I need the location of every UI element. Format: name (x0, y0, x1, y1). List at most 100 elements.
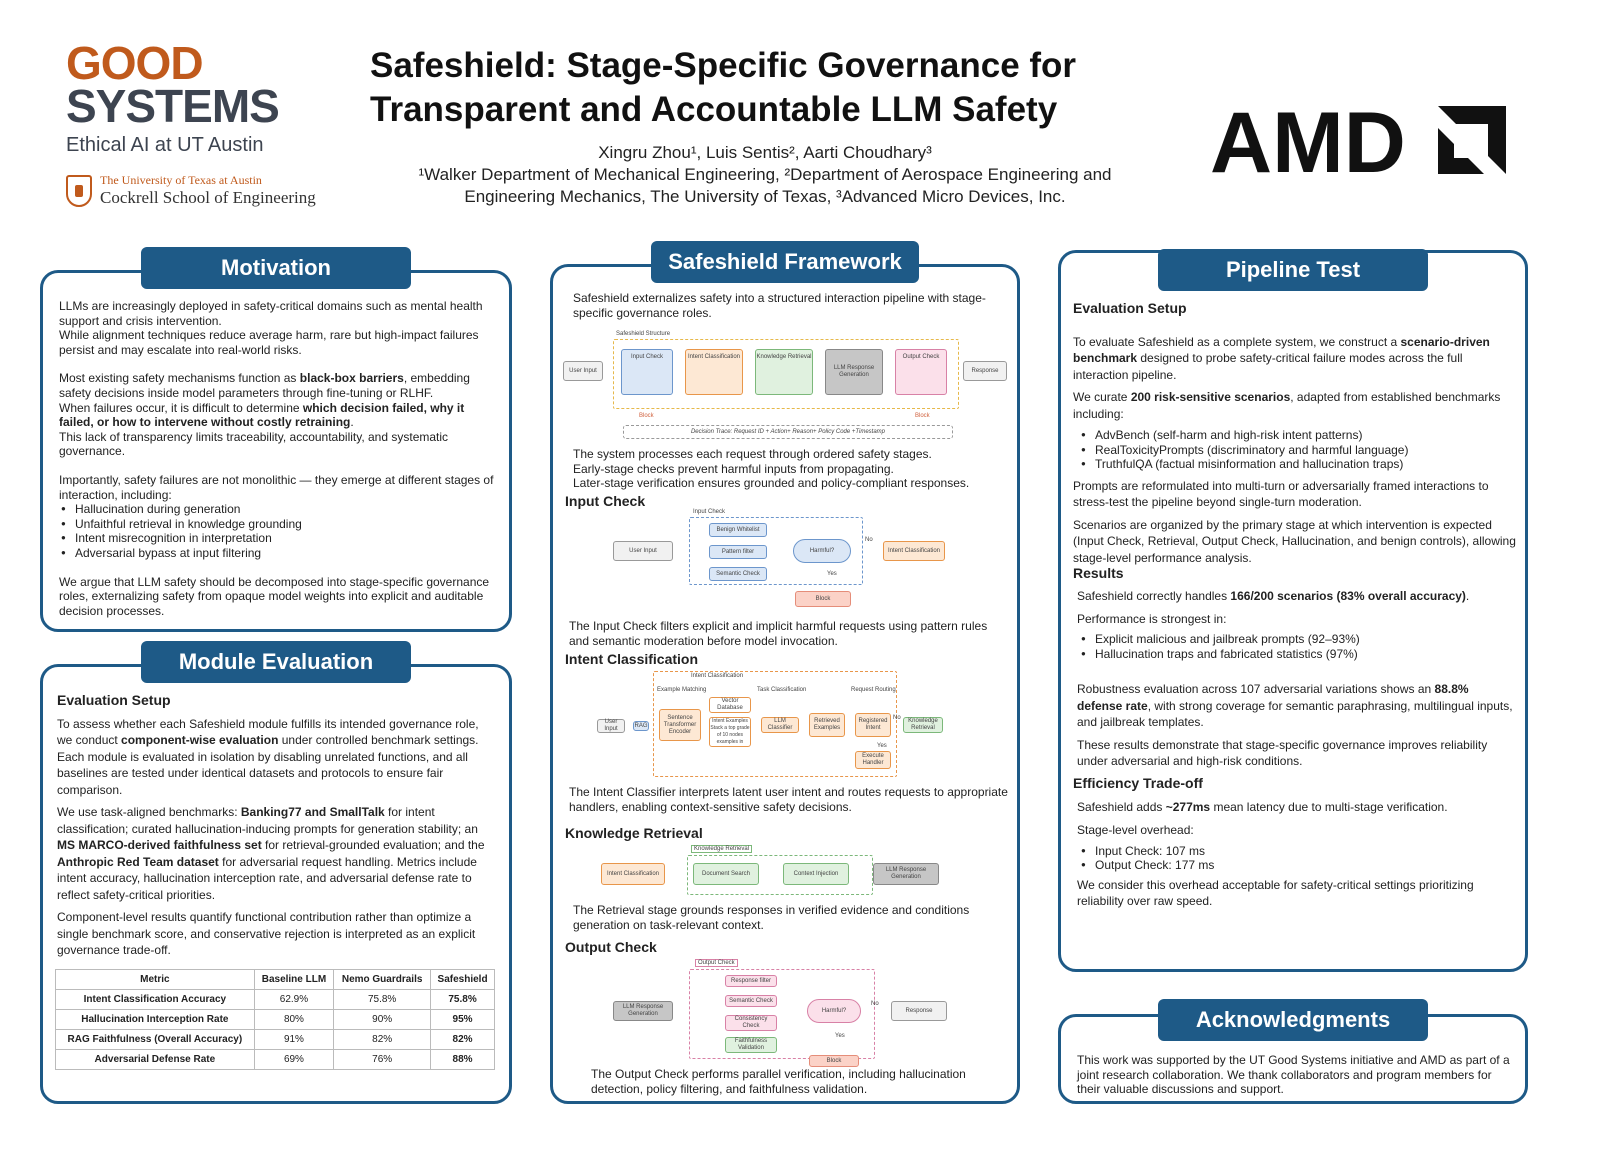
retrieved-examples-node: Retrieved Examples (809, 713, 845, 737)
table-cell: Hallucination Interception Rate (55, 1009, 255, 1030)
module-eval-panel: Module Evaluation Evaluation Setup To as… (40, 641, 512, 1104)
table-cell: 69% (253, 1049, 335, 1070)
list-item: Input Check: 107 ms (1079, 844, 1517, 859)
pl-p2b: , adapted from established benchmarks in… (1073, 390, 1501, 421)
list-item: Hallucination traps and fabricated stati… (1079, 647, 1517, 662)
table-cell: Adversarial Defense Rate (55, 1049, 255, 1070)
table-cell: 76% (333, 1049, 432, 1070)
consistency-check-node: Consistency Check (725, 1015, 777, 1031)
motivation-p2b: When failures occur, it is difficult to … (59, 400, 303, 415)
ack-text: This work was supported by the UT Good S… (1077, 1053, 1510, 1097)
list-item: RealToxicityPrompts (discriminatory and … (1079, 443, 1517, 458)
list-item: Adversarial bypass at input filtering (59, 546, 499, 561)
pl-r2: Performance is strongest in: (1077, 611, 1227, 626)
list-item: Output Check: 177 ms (1079, 858, 1517, 873)
example-matching-label: Example Matching (657, 687, 707, 693)
execute-handler-node: Execute Handler (855, 751, 891, 769)
input-check-heading: Input Check (565, 493, 646, 509)
me-p2c: for retrieval-grounded evaluation; and t… (261, 838, 485, 853)
knowledge-desc: The Retrieval stage grounds responses in… (573, 903, 970, 932)
amd-arrow-icon (1438, 106, 1506, 174)
motivation-p3: Importantly, safety failures are not mon… (59, 472, 494, 502)
block-label: Block (915, 413, 930, 419)
yes-label: Yes (827, 571, 837, 577)
pipeline-bullets: AdvBench (self-harm and high-risk intent… (1079, 428, 1517, 472)
framework-title: Safeshield Framework (651, 241, 919, 283)
pipeline-setup-heading: Evaluation Setup (1073, 300, 1187, 316)
intent-classification-node: Intent Classification (685, 349, 743, 395)
knowledge-retrieval-heading: Knowledge Retrieval (565, 825, 703, 841)
logo-systems: SYSTEMS (66, 80, 280, 132)
intent-desc: The Intent Classifier interprets latent … (569, 785, 1008, 814)
me-p1-bold: component-wise evaluation (121, 733, 279, 748)
logo-good: GOOD (66, 37, 204, 89)
output-check-diagram: Output Check LLM Response Generation Res… (609, 957, 969, 1069)
list-item: AdvBench (self-harm and high-risk intent… (1079, 428, 1517, 443)
table-cell: 91% (253, 1029, 335, 1050)
output-check-node: Output Check (895, 349, 947, 395)
semantic-check-node: Semantic Check (725, 995, 777, 1007)
table-cell: Intent Classification Accuracy (55, 989, 255, 1010)
motivation-p2b-end: . (350, 415, 354, 430)
oc-label: Output Check (695, 959, 738, 967)
ack-panel: Acknowledgments This work was supported … (1058, 999, 1528, 1104)
output-check-heading: Output Check (565, 939, 657, 955)
me-p3: Component-level results quantify functio… (57, 910, 476, 958)
pl-p4: Scenarios are organized by the primary s… (1073, 517, 1516, 565)
table-cell: 90% (333, 1009, 432, 1030)
pl-p1a: To evaluate Safeshield as a complete sys… (1073, 334, 1401, 349)
block-label: Block (639, 413, 654, 419)
efficiency-bullets: Input Check: 107 ms Output Check: 177 ms (1079, 844, 1517, 873)
yes-label: Yes (877, 743, 887, 749)
rag-node: RAG (633, 721, 649, 731)
pl-p1b: designed to probe safety-critical failur… (1073, 351, 1463, 382)
llm-generation-node: LLM Response Generation (613, 1001, 673, 1021)
list-item: TruthfulQA (factual misinformation and h… (1079, 457, 1517, 472)
me-p2a: We use task-aligned benchmarks: (57, 805, 241, 820)
structure-label: Safeshield Structure (616, 331, 671, 337)
motivation-bullets: Hallucination during generation Unfaithf… (59, 502, 499, 560)
table-header: Baseline LLM (253, 969, 335, 990)
pl-r3a: Robustness evaluation across 107 adversa… (1077, 682, 1435, 697)
pl-r1-bold: 166/200 scenarios (83% overall accuracy) (1230, 588, 1466, 603)
registered-intent-node: Registered Intent (855, 713, 891, 737)
block-node: Block (809, 1055, 859, 1067)
pattern-filter-node: Pattern filter (709, 545, 767, 559)
knowledge-retrieval-node: Knowledge Retrieval (755, 349, 813, 395)
output-desc: The Output Check performs parallel verif… (591, 1067, 966, 1096)
pl-p2a: We curate (1073, 390, 1131, 405)
table-cell: 75.8% (430, 989, 495, 1010)
llm-generation-node: LLM Response Generation (825, 349, 883, 395)
me-p2b: for intent classification; curated hallu… (57, 805, 478, 836)
no-label: No (893, 715, 901, 721)
intent-classification-heading: Intent Classification (565, 651, 699, 667)
framework-desc1: The system processes each request throug… (573, 447, 932, 461)
harmful-decision-node: Harmful? (807, 999, 861, 1023)
pipeline-title: Pipeline Test (1158, 249, 1428, 291)
table-row: Intent Classification Accuracy 62.9% 75.… (55, 989, 495, 1010)
user-input-node: User Input (597, 719, 625, 733)
structure-diagram: Safeshield Structure User Input Input Ch… (561, 331, 1011, 443)
user-input-node: User Input (613, 541, 673, 561)
input-check-diagram: Input Check User Input Benign Whitelist … (609, 507, 969, 611)
table-header-row: Metric Baseline LLM Nemo Guardrails Safe… (55, 969, 495, 990)
table-row: Hallucination Interception Rate 80% 90% … (55, 1009, 495, 1030)
ack-title: Acknowledgments (1158, 999, 1428, 1041)
list-item: Explicit malicious and jailbreak prompts… (1079, 632, 1517, 647)
pl-r4: These results demonstrate that stage-spe… (1077, 737, 1488, 769)
ic-label: Input Check (693, 509, 726, 515)
affiliation-line2: Engineering Mechanics, The University of… (464, 187, 1066, 206)
amd-logo-svg: AMD (1210, 95, 1506, 191)
me-p2-b2: MS MARCO-derived faithfulness set (57, 838, 262, 853)
me-p1b: under controlled benchmark settings. Eac… (57, 733, 479, 797)
pl-r3b: , with strong coverage for semantic para… (1077, 698, 1513, 730)
pl-p1-bold: scenario-driven benchmark (1073, 334, 1490, 366)
list-item: Hallucination during generation (59, 502, 499, 517)
table-header: Metric (55, 969, 255, 990)
motivation-title: Motivation (141, 247, 411, 289)
pl-e3: We consider this overhead acceptable for… (1077, 877, 1474, 909)
table-cell: 88% (430, 1049, 495, 1070)
framework-desc3: Later-stage verification ensures grounde… (573, 476, 970, 491)
motivation-p1a: LLMs are increasingly deployed in safety… (59, 299, 483, 328)
pipeline-panel: Pipeline Test Evaluation Setup To evalua… (1058, 249, 1528, 972)
